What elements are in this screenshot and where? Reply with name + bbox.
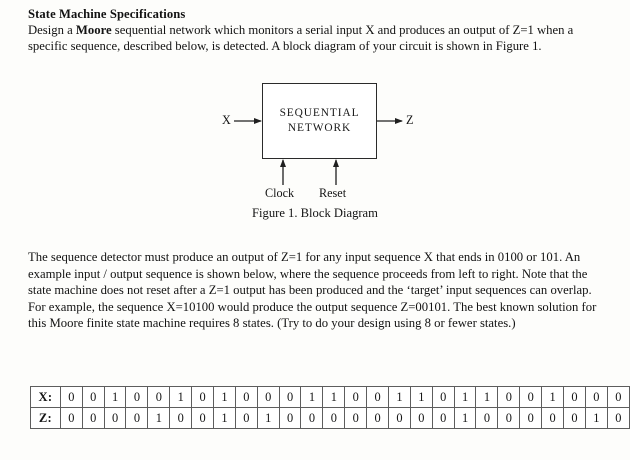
z-output-label: Z bbox=[406, 113, 414, 127]
detector-description-paragraph: The sequence detector must produce an ou… bbox=[28, 250, 597, 331]
page-title: State Machine Specifications bbox=[28, 7, 186, 21]
z-cell: 0 bbox=[169, 407, 193, 429]
z-cell: 0 bbox=[541, 407, 564, 429]
z-cell: 0 bbox=[519, 407, 543, 429]
x-cell: 0 bbox=[81, 386, 105, 408]
x-cell: 0 bbox=[606, 386, 630, 408]
z-cell: 0 bbox=[278, 407, 302, 429]
x-cell: 1 bbox=[300, 386, 324, 408]
z-cell: 1 bbox=[147, 407, 171, 429]
sequential-network-block: SEQUENTIAL NETWORK bbox=[262, 83, 377, 159]
x-cell: 1 bbox=[322, 386, 346, 408]
x-cell: 0 bbox=[59, 386, 83, 408]
z-cell: 0 bbox=[475, 407, 499, 429]
x-cell: 0 bbox=[125, 386, 149, 408]
x-cell: 0 bbox=[366, 386, 389, 408]
x-row-label: X: bbox=[30, 386, 61, 408]
x-cell: 0 bbox=[278, 386, 302, 408]
x-cell: 1 bbox=[409, 386, 433, 408]
x-cell: 0 bbox=[147, 386, 171, 408]
z-cell: 1 bbox=[212, 407, 236, 429]
z-cell: 0 bbox=[562, 407, 586, 429]
block-label-line-2: NETWORK bbox=[287, 122, 352, 134]
z-cell: 0 bbox=[191, 407, 214, 429]
x-cell: 0 bbox=[256, 386, 280, 408]
z-cell: 0 bbox=[103, 407, 127, 429]
x-cell: 0 bbox=[191, 386, 214, 408]
x-cell: 0 bbox=[519, 386, 543, 408]
x-cell: 1 bbox=[453, 386, 477, 408]
x-cell: 1 bbox=[212, 386, 236, 408]
reset-label: Reset bbox=[319, 186, 347, 200]
z-cell: 0 bbox=[322, 407, 346, 429]
z-cell: 1 bbox=[256, 407, 280, 429]
figure-caption: Figure 1. Block Diagram bbox=[252, 206, 378, 220]
x-cell: 1 bbox=[387, 386, 411, 408]
x-cell: 0 bbox=[584, 386, 608, 408]
z-cell: 1 bbox=[584, 407, 608, 429]
z-cell: 0 bbox=[300, 407, 324, 429]
diagram-connector-lines bbox=[234, 118, 403, 185]
x-cell: 0 bbox=[234, 386, 258, 408]
block-label-line-1: SEQUENTIAL bbox=[279, 107, 360, 119]
z-cell: 0 bbox=[344, 407, 368, 429]
clock-label: Clock bbox=[265, 186, 295, 200]
z-cell: 0 bbox=[431, 407, 455, 429]
x-input-label: X bbox=[222, 113, 231, 127]
x-cell: 1 bbox=[541, 386, 564, 408]
z-row-label: Z: bbox=[30, 407, 61, 429]
x-cell: 0 bbox=[497, 386, 521, 408]
z-cell: 0 bbox=[606, 407, 630, 429]
z-cell: 1 bbox=[453, 407, 477, 429]
z-cell: 0 bbox=[497, 407, 521, 429]
z-cell: 0 bbox=[409, 407, 433, 429]
x-cell: 1 bbox=[475, 386, 499, 408]
intro-text-part-1: Design a bbox=[28, 23, 76, 37]
intro-text-part-2: sequential network which monitors a seri… bbox=[28, 23, 574, 54]
z-cell: 0 bbox=[366, 407, 389, 429]
intro-text-bold-moore: Moore bbox=[75, 23, 112, 37]
x-cell: 1 bbox=[103, 386, 127, 408]
z-cell: 0 bbox=[234, 407, 258, 429]
z-cell: 0 bbox=[81, 407, 105, 429]
z-cell: 0 bbox=[387, 407, 411, 429]
x-cell: 0 bbox=[562, 386, 586, 408]
z-cell: 0 bbox=[59, 407, 83, 429]
x-cell: 0 bbox=[344, 386, 368, 408]
block-diagram-figure: SEQUENTIAL NETWORK X Z Clock Reset Figur… bbox=[200, 70, 430, 230]
intro-paragraph: Design a Moore sequential network which … bbox=[28, 22, 606, 55]
x-cell: 1 bbox=[169, 386, 193, 408]
x-cell: 0 bbox=[431, 386, 455, 408]
z-cell: 0 bbox=[125, 407, 149, 429]
